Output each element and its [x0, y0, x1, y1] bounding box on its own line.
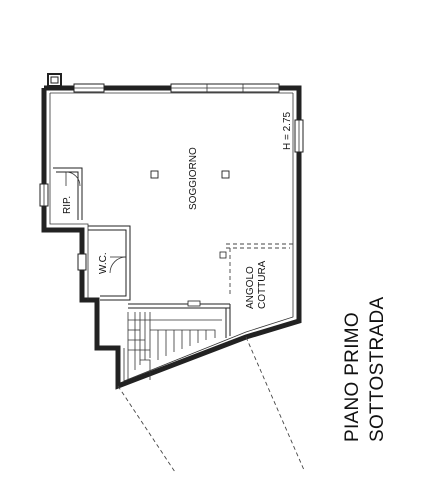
bathroom-label: W.C. [98, 252, 109, 274]
chimney-symbol [47, 73, 62, 87]
ceiling-height-label: H = 2.75 [282, 111, 293, 150]
ceiling-lights [150, 170, 230, 179]
storage-label: RIP. [62, 196, 73, 214]
staircase [127, 312, 222, 380]
terrace-dashed-lines [117, 336, 305, 473]
plan-title-line1: PIANO PRIMO [342, 312, 363, 442]
stair-partition [128, 300, 231, 338]
living-room-label: SOGGIORNO [188, 147, 199, 210]
kitchen-label-line2: COTTURA [257, 260, 268, 309]
top-windows [73, 83, 280, 93]
right-window [294, 119, 304, 153]
outer-walls [41, 85, 302, 390]
plan-title-line2: SOTTOSTRADA [367, 297, 388, 442]
wc-partition [88, 225, 131, 301]
storage-partition [53, 167, 83, 220]
left-window [39, 183, 49, 207]
kitchen-counter [219, 243, 294, 296]
kitchen-label-line1: ANGOLO [245, 266, 256, 309]
wc-window [77, 253, 87, 271]
